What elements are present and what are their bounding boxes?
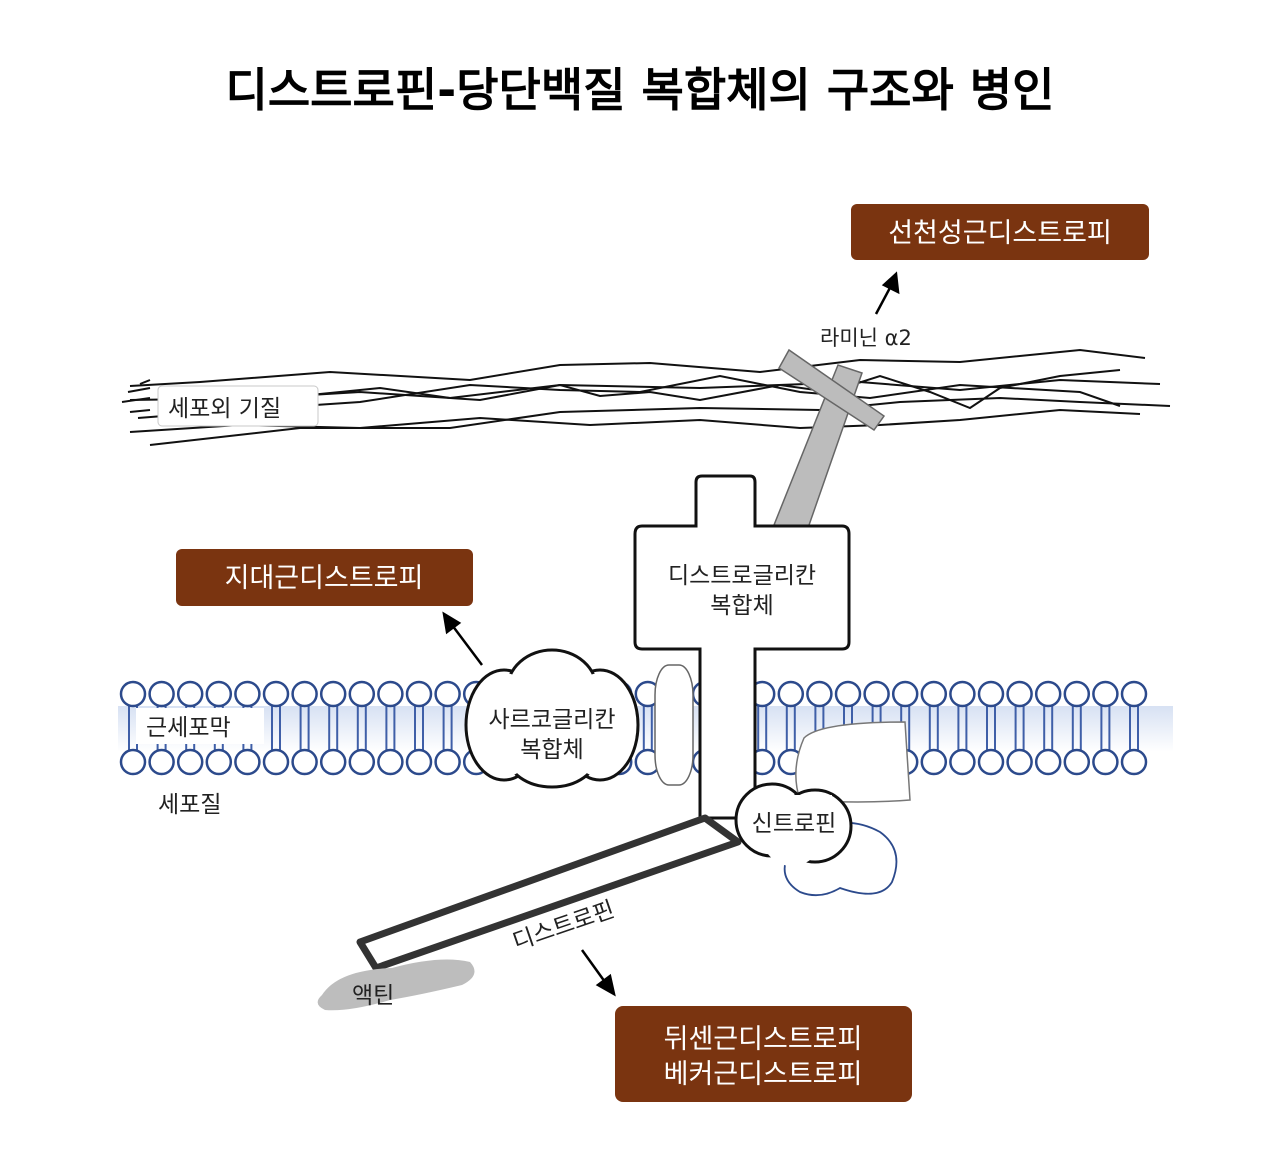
lipid-head: [806, 680, 833, 708]
lipid-head: [262, 748, 290, 776]
lipid-head: [863, 680, 890, 708]
lipid-head: [405, 748, 433, 776]
lipid-head: [1092, 680, 1119, 708]
lipid-head: [977, 680, 1005, 708]
lipid-head: [262, 680, 290, 708]
lipid-head: [920, 680, 948, 708]
lipid-head: [1120, 680, 1148, 708]
lipid-head: [1034, 680, 1062, 708]
lipid-head: [291, 748, 318, 776]
lipid-head: [949, 680, 976, 708]
limb-girdle-arrow: [442, 611, 483, 666]
disease-limb-girdle-label: 지대근디스트로피: [225, 563, 424, 594]
ecm-label: 세포외 기질: [168, 396, 281, 422]
lipid-head: [205, 680, 233, 708]
membrane-label: 근세포막: [146, 715, 231, 741]
lipid-head: [176, 680, 204, 708]
lipid-head: [176, 748, 204, 776]
lipid-head: [319, 680, 347, 708]
disease-duchenne-label: 뒤센근디스트로피: [664, 1024, 863, 1055]
lipid-head: [148, 680, 175, 708]
sarcospan: [654, 664, 694, 786]
laminin-label: 라미닌 α2: [820, 326, 912, 350]
lipid-head: [377, 680, 404, 708]
lipid-head: [348, 680, 376, 708]
lipid-head: [891, 680, 919, 708]
lipid-head: [434, 680, 461, 708]
lipid-head: [1092, 748, 1119, 776]
disease-box-congenital: 선천성근디스트로피: [851, 204, 1149, 260]
syntrophin-fill: [752, 795, 832, 845]
disease-congenital-label: 선천성근디스트로피: [888, 218, 1112, 249]
disease-becker-label: 베커근디스트로피: [664, 1059, 863, 1090]
dystrophin-rod: [356, 814, 742, 972]
lipid-head: [834, 680, 862, 708]
lipid-head: [234, 748, 261, 776]
figure-title: 디스트로핀-당단백질 복합체의 구조와 병인: [226, 63, 1055, 117]
lipid-head: [949, 748, 976, 776]
lipid-head: [1006, 748, 1033, 776]
syntrophin-label: 신트로핀: [752, 811, 837, 837]
cytoplasm-label: 세포질: [158, 792, 221, 818]
actin: [317, 959, 475, 1011]
lipid-head: [291, 680, 318, 708]
lipid-head: [434, 748, 461, 776]
lipid-head: [1034, 748, 1062, 776]
lipid-head: [1006, 680, 1033, 708]
lipid-head: [119, 748, 147, 776]
membrane-channel: [795, 721, 911, 803]
laminin-alpha2: [772, 348, 886, 529]
disease-box-dmd-bmd: 뒤센근디스트로피 베커근디스트로피: [615, 1006, 912, 1102]
lipid-head: [348, 748, 376, 776]
lipid-head: [1063, 748, 1091, 776]
lipid-head: [1063, 680, 1091, 708]
membrane-label-backdrop: [136, 708, 264, 744]
sarcoglycan-label-line1: 사르코글리칸: [489, 707, 616, 733]
lipid-head: [234, 680, 261, 708]
lipid-head: [405, 680, 433, 708]
lipid-head: [148, 748, 175, 776]
dystroglycan-label-line2: 복합체: [710, 593, 773, 619]
sarcoglycan-fill: [469, 653, 635, 784]
ecm-label-backdrop: [157, 385, 319, 427]
lipid-head: [1120, 748, 1148, 776]
actin-label: 액틴: [352, 983, 394, 1009]
dystroglycan-label-line1: 디스트로글리칸: [668, 563, 816, 589]
lipid-head: [377, 748, 404, 776]
congenital-arrow: [874, 271, 900, 315]
sarcoglycan-label-line2: 복합체: [520, 737, 583, 763]
lipid-head: [777, 680, 805, 708]
lipid-head: [977, 748, 1005, 776]
sarcolemma-bilayer: [118, 680, 1173, 776]
disease-box-limb-girdle: 지대근디스트로피: [176, 549, 473, 606]
lipid-head: [319, 748, 347, 776]
lipid-head: [205, 748, 233, 776]
duchenne-arrow: [580, 949, 616, 997]
lipid-head: [920, 748, 948, 776]
lipid-head: [119, 680, 147, 708]
